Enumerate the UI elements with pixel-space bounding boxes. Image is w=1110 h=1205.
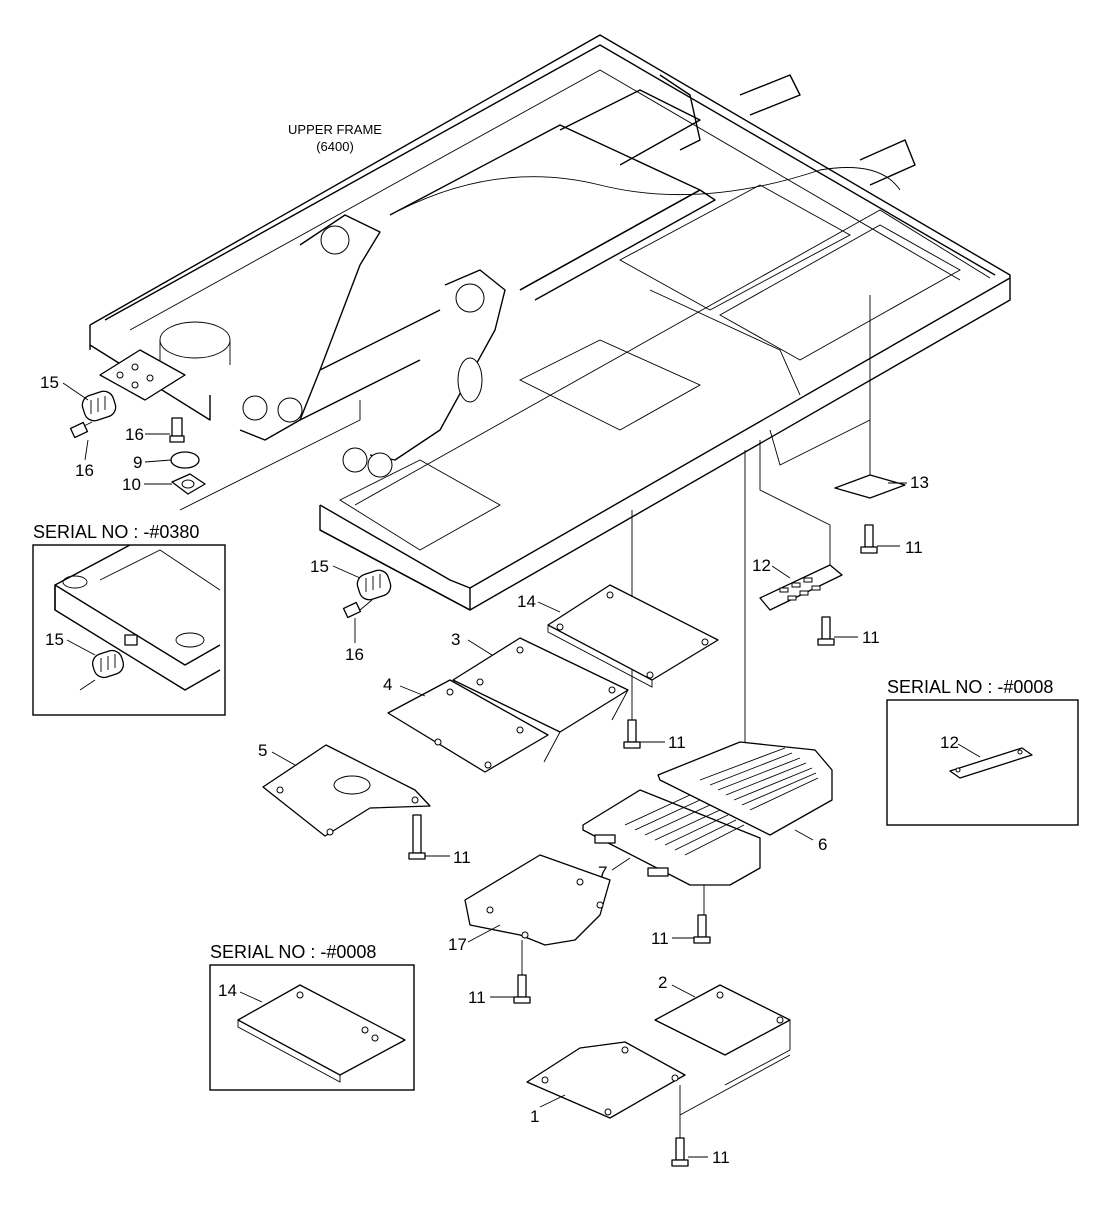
plate-12 <box>759 564 843 611</box>
bolt-11-plate-17 <box>513 974 531 1004</box>
plate-3 <box>452 637 629 763</box>
callout-11-f: 11 <box>468 988 486 1007</box>
bolt-11-plates-3-4 <box>623 719 641 749</box>
bolt-11-plate-13 <box>860 524 878 554</box>
bolt-11-plate-5 <box>408 814 426 860</box>
plate-5 <box>262 744 431 837</box>
serial-box-bottom <box>209 964 415 1091</box>
callout-11-c: 11 <box>862 628 880 647</box>
callout-11-e: 11 <box>651 929 669 948</box>
callout-9: 9 <box>133 453 142 472</box>
bottom-mount-parts <box>342 569 392 619</box>
callout-16-left-low: 16 <box>75 461 94 480</box>
callout-14: 14 <box>517 592 536 611</box>
callout-14-serial: 14 <box>218 981 237 1000</box>
serial-bottom-plate-14 <box>237 984 406 1083</box>
serial-box-right <box>886 699 1079 826</box>
bolt-11-plates-1-2 <box>671 1137 689 1167</box>
serial-box-bottom-label: SERIAL NO : -#0008 <box>210 942 376 962</box>
callout-2: 2 <box>658 973 667 992</box>
vent-plate-7 <box>582 789 761 886</box>
callout-15-left: 15 <box>40 373 59 392</box>
plate-14 <box>547 584 719 688</box>
bolt-11-plate-12 <box>817 616 835 646</box>
plate-4 <box>387 679 549 773</box>
callout-13: 13 <box>910 473 929 492</box>
plate-13 <box>834 474 906 499</box>
callout-16-left-high: 16 <box>125 425 144 444</box>
upper-frame-code: (6400) <box>316 139 354 154</box>
callout-15-serial: 15 <box>45 630 64 649</box>
left-mount-parts <box>69 390 206 495</box>
callout-11-g: 11 <box>712 1148 730 1167</box>
bolt-11-vent <box>693 914 711 944</box>
callout-4: 4 <box>383 675 392 694</box>
callout-12: 12 <box>752 556 771 575</box>
callout-6: 6 <box>818 835 827 854</box>
serial-box-left-label: SERIAL NO : -#0380 <box>33 522 199 542</box>
callout-3: 3 <box>451 630 460 649</box>
plate-2 <box>654 984 791 1086</box>
callout-11-b: 11 <box>453 848 471 867</box>
vent-plate-6 <box>657 741 833 836</box>
callout-5: 5 <box>258 741 267 760</box>
serial-box-right-label: SERIAL NO : -#0008 <box>887 677 1053 697</box>
callout-17: 17 <box>448 935 467 954</box>
callout-1: 1 <box>530 1107 539 1126</box>
callout-12-serial: 12 <box>940 733 959 752</box>
callout-16-bottom: 16 <box>345 645 364 664</box>
serial-left-detail <box>54 544 221 691</box>
callout-11-a: 11 <box>668 733 686 752</box>
callout-7: 7 <box>598 863 607 882</box>
plate-17 <box>464 854 611 946</box>
callout-11-d: 11 <box>905 538 923 557</box>
upper-frame-title: UPPER FRAME <box>288 122 382 137</box>
serial-right-plate-12 <box>949 747 1033 779</box>
plate-1 <box>526 1041 686 1119</box>
callout-10: 10 <box>122 475 141 494</box>
upper-frame-drawing <box>89 34 1011 745</box>
callout-15-bottom: 15 <box>310 557 329 576</box>
